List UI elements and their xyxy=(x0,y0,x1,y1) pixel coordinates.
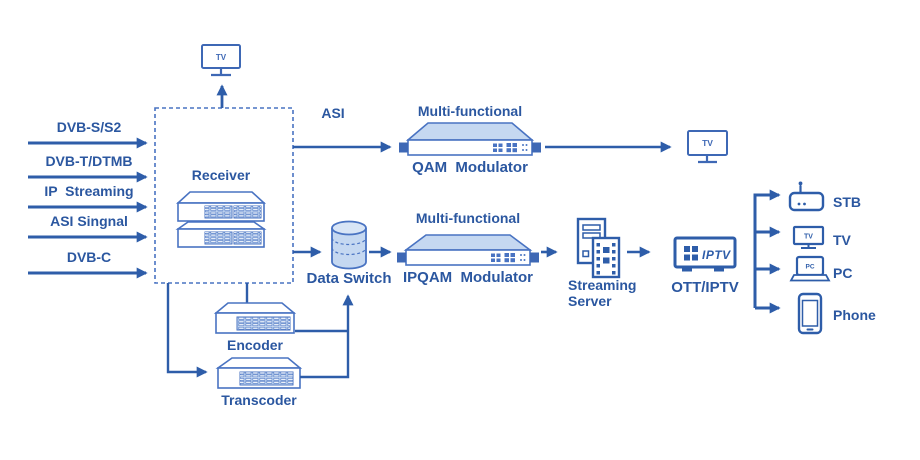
ott-screen-text: IPTV xyxy=(702,248,731,262)
pc-icon: PC xyxy=(789,255,831,282)
tv-output-icon: TV xyxy=(792,225,825,249)
pc-screen-text: PC xyxy=(805,264,814,271)
input-label-dvb-t: DVB-T/DTMB xyxy=(45,153,133,169)
stb-icon xyxy=(788,181,825,212)
ott-iptv-icon: IPTV xyxy=(673,236,737,272)
tv-icon-top: TV xyxy=(201,44,241,77)
encoder-icon xyxy=(213,302,297,334)
input-label-dvb-s: DVB-S/S2 xyxy=(56,119,122,135)
qam-modulator-icon xyxy=(399,122,541,156)
output-label-phone: Phone xyxy=(833,307,876,323)
output-label-stb: STB xyxy=(833,194,861,210)
input-label-ip-streaming: IP Streaming xyxy=(44,183,134,199)
input-label-asi: ASI Singnal xyxy=(50,213,128,229)
transcoder-icon xyxy=(215,357,303,389)
ott-label: OTT/IPTV xyxy=(671,279,739,296)
receiver-device-icon xyxy=(175,191,267,248)
asi-link-label: ASI xyxy=(321,105,345,121)
streaming-server-icon xyxy=(576,217,621,279)
output-label-pc: PC xyxy=(833,265,853,281)
phone-icon xyxy=(797,292,823,335)
tv-icon-mid: TV xyxy=(687,130,728,164)
streaming-server-label-line1: Streaming xyxy=(568,277,637,293)
data-switch-icon xyxy=(331,220,367,270)
tv-output-screen-text: TV xyxy=(804,234,813,241)
output-label-tv: TV xyxy=(833,232,851,248)
receiver-label: Receiver xyxy=(191,167,251,183)
ipqam-modulator-icon xyxy=(397,234,539,266)
arrow-receiver-to-transcoder xyxy=(166,283,208,378)
ipqam-label: IPQAM Modulator xyxy=(403,269,533,286)
receiver-dashed-box xyxy=(154,107,294,284)
transcoder-label: Transcoder xyxy=(221,392,297,408)
qam-label: QAM Modulator xyxy=(412,159,528,176)
ipqam-title: Multi-functional xyxy=(415,210,521,226)
tv-top-screen-text: TV xyxy=(216,53,227,62)
input-label-dvb-c: DVB-C xyxy=(66,249,112,265)
arrow-fan-stb xyxy=(753,189,781,308)
streaming-server-label-line2: Server xyxy=(568,293,612,309)
arrow-transcoder-to-dataswitch xyxy=(300,294,354,379)
qam-title: Multi-functional xyxy=(417,103,523,119)
encoder-label: Encoder xyxy=(226,337,284,353)
data-switch-label: Data Switch xyxy=(306,270,392,287)
tv-mid-screen-text: TV xyxy=(702,138,713,148)
